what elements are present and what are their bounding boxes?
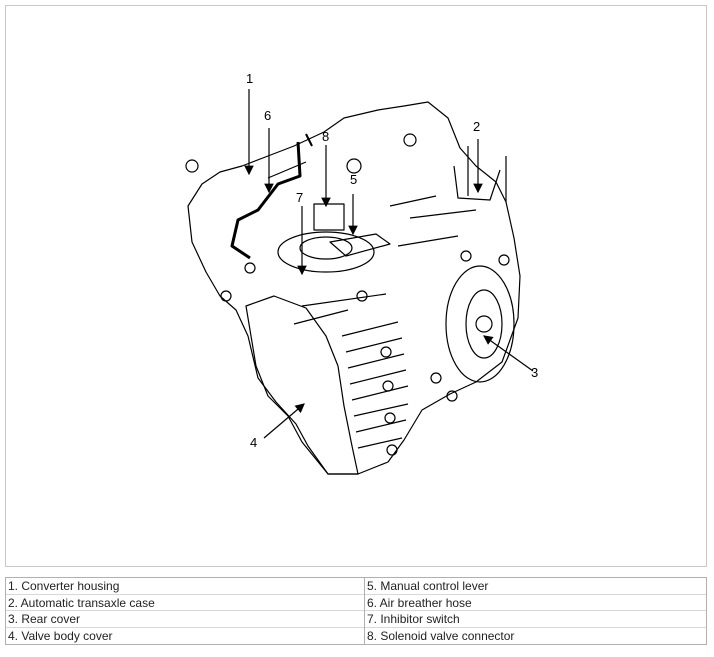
legend-item-transaxle-case: 2. Automatic transaxle case [6, 595, 364, 611]
leader-4 [263, 403, 305, 439]
legend-column-right: 5. Manual control lever 6. Air breather … [365, 578, 706, 644]
callout-1: 1 [246, 71, 254, 86]
legend-item-valve-body-cover: 4. Valve body cover [8, 628, 113, 643]
callout-6: 6 [264, 108, 272, 123]
transaxle-illustration [185, 89, 534, 475]
legend-column-left: 1. Converter housing 2. Automatic transa… [6, 578, 365, 644]
callout-4: 4 [250, 435, 258, 450]
legend-item-rear-cover: 3. Rear cover [6, 611, 364, 628]
legend-item-inhibitor-switch: 7. Inhibitor switch [365, 611, 706, 628]
callout-7: 7 [296, 190, 304, 205]
callout-2: 2 [473, 119, 481, 134]
valve-body-cover [245, 295, 359, 475]
legend-item-manual-control-lever: 5. Manual control lever [365, 578, 706, 595]
solenoid-connector [313, 203, 345, 231]
legend-table: 1. Converter housing 2. Automatic transa… [5, 577, 707, 645]
legend-item-solenoid-valve-connector: 8. Solenoid valve connector [367, 628, 515, 643]
diagram-frame: 1 2 3 4 5 6 7 8 [5, 5, 707, 567]
manual-control-lever [329, 233, 391, 257]
callout-3: 3 [531, 365, 539, 380]
callout-5: 5 [350, 172, 358, 187]
callout-8: 8 [322, 129, 330, 144]
air-breather-hose [230, 141, 302, 260]
rear-cover [445, 265, 515, 383]
legend-item-converter-housing: 1. Converter housing [6, 578, 364, 595]
legend-item-air-breather-hose: 6. Air breather hose [365, 595, 706, 611]
inhibitor-switch [277, 231, 375, 273]
transaxle-outline [187, 101, 521, 475]
leader-3 [483, 335, 534, 372]
